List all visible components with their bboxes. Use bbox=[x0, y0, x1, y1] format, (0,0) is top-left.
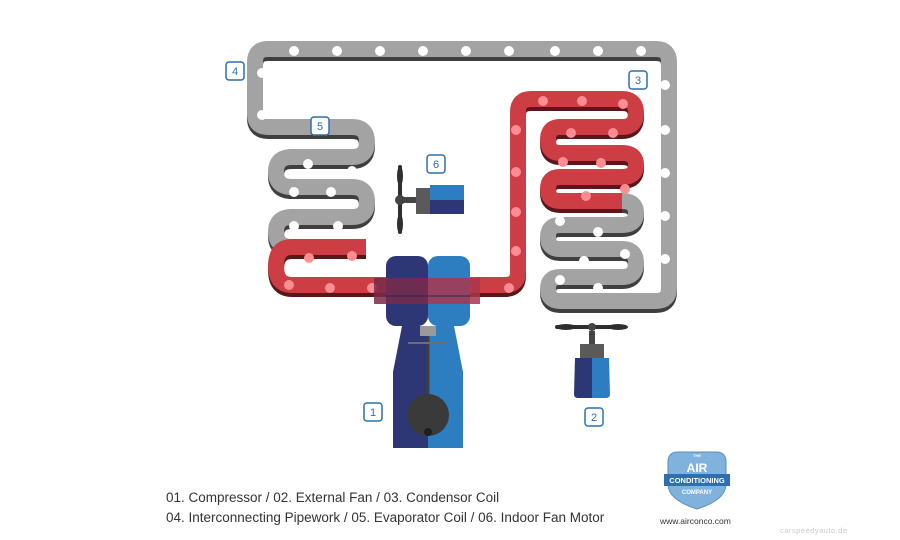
company-logo: THE AIR CONDITIONING COMPANY bbox=[664, 451, 730, 510]
condensor-coil bbox=[268, 91, 644, 297]
legend-line-1: 01. Compressor / 02. External Fan / 03. … bbox=[166, 490, 500, 505]
logo-company-text: COMPANY bbox=[682, 490, 712, 496]
badge-5: 5 bbox=[310, 116, 330, 136]
interconnecting-pipework bbox=[247, 41, 677, 313]
gray-pipe-dots bbox=[257, 46, 670, 293]
website-link[interactable]: www.airconco.com bbox=[660, 516, 731, 526]
red-pipe-dots bbox=[284, 96, 630, 293]
badge-5-label: 5 bbox=[317, 121, 323, 133]
logo-conditioning-text: CONDITIONING bbox=[669, 476, 725, 485]
logo-air-text: AIR bbox=[687, 461, 708, 475]
external-fan bbox=[555, 323, 628, 398]
badge-3-label: 3 bbox=[635, 75, 641, 87]
compressor bbox=[374, 256, 480, 448]
badge-6-label: 6 bbox=[433, 159, 439, 171]
badge-2-label: 2 bbox=[591, 412, 597, 424]
logo-top-text: THE bbox=[693, 453, 701, 458]
watermark: carspeedyauto.de bbox=[780, 526, 848, 535]
badge-6: 6 bbox=[426, 154, 446, 174]
badge-1-label: 1 bbox=[370, 407, 376, 419]
indoor-fan-motor bbox=[395, 165, 464, 234]
badge-2: 2 bbox=[584, 407, 604, 427]
badge-4: 4 bbox=[225, 61, 245, 81]
badge-3: 3 bbox=[628, 70, 648, 90]
badge-4-label: 4 bbox=[232, 66, 238, 78]
badge-1: 1 bbox=[363, 402, 383, 422]
legend-line-2: 04. Interconnecting Pipework / 05. Evapo… bbox=[166, 510, 605, 525]
